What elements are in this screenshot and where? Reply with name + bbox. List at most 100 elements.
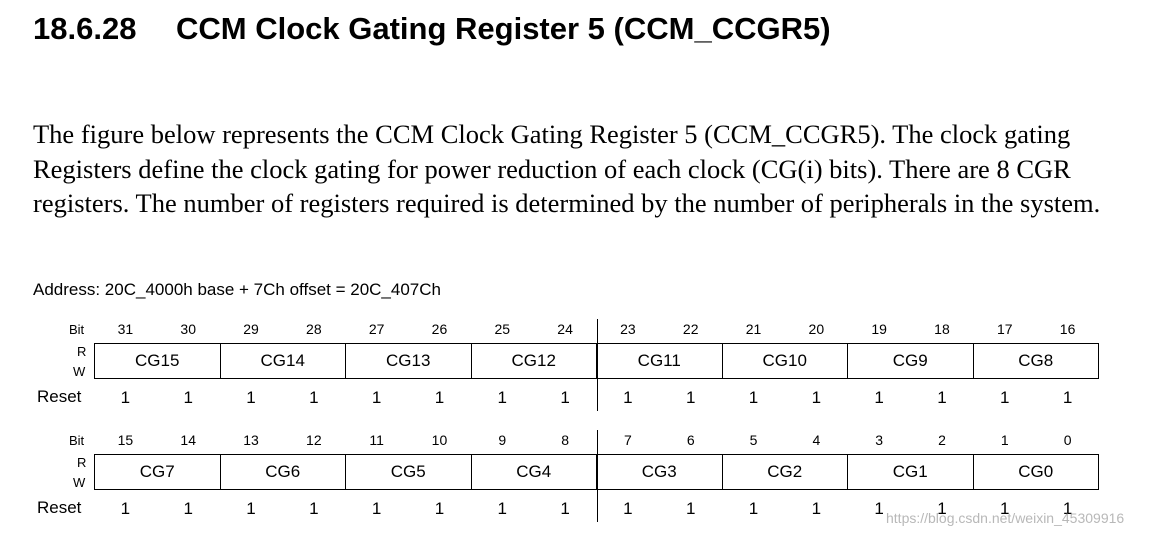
description-paragraph: The figure below represents the CCM Cloc… (33, 119, 1101, 218)
register-address: Address: 20C_4000h base + 7Ch offset = 2… (33, 280, 441, 299)
reset-value: 1 (371, 499, 382, 518)
bit-number: 12 (306, 432, 322, 448)
reset-value: 1 (246, 388, 256, 407)
reset-value: 1 (685, 388, 696, 407)
reset-value: 1 (434, 499, 445, 518)
bit-number: 19 (871, 321, 887, 337)
bit-number: 31 (117, 321, 134, 337)
reset-value: 1 (811, 388, 822, 407)
reset-value: 1 (497, 499, 508, 518)
half-divider (597, 319, 598, 411)
bit-number: 26 (431, 321, 448, 337)
read-label: R (77, 344, 87, 359)
reset-value: 1 (497, 388, 508, 407)
register-field: CG5 (345, 455, 471, 489)
reset-label: Reset (37, 498, 82, 517)
write-label: W (73, 364, 86, 379)
reset-value: 1 (623, 499, 633, 518)
reset-value: 1 (560, 499, 570, 518)
bit-number: 4 (812, 432, 821, 448)
bit-number: 15 (117, 432, 134, 448)
bit-number: 30 (180, 321, 196, 337)
watermark: https://blog.csdn.net/weixin_45309916 (886, 510, 1125, 526)
bit-number: 9 (498, 432, 507, 448)
reset-value: 1 (623, 388, 633, 407)
bit-number: 5 (749, 432, 758, 448)
register-field: CG0 (972, 455, 1099, 489)
reset-value: 1 (246, 499, 256, 518)
bit-number: 14 (180, 432, 196, 448)
reset-value: 1 (748, 388, 759, 407)
register-field: CG14 (219, 344, 346, 378)
reset-value: 1 (1062, 499, 1073, 518)
bit-number: 20 (808, 321, 825, 337)
register-field: CG7 (139, 462, 175, 481)
bit-number: 17 (996, 321, 1013, 337)
reset-value: 1 (811, 499, 822, 518)
reset-value: 1 (1000, 499, 1010, 518)
reset-value: 1 (685, 499, 696, 518)
reset-value: 1 (748, 499, 759, 518)
reset-value: 1 (1000, 388, 1010, 407)
bit-number: 16 (1059, 321, 1076, 337)
reset-value: 1 (120, 388, 131, 407)
reset-value: 1 (183, 499, 193, 518)
reset-value: 1 (937, 499, 947, 518)
bit-number: 6 (686, 432, 695, 448)
bit-number: 23 (620, 321, 636, 337)
bit-number: 25 (494, 321, 511, 337)
half-divider (597, 430, 598, 522)
reset-value: 1 (120, 499, 131, 518)
register-field: CG12 (470, 344, 597, 378)
register-field: CG6 (219, 455, 346, 489)
bit-number: 21 (745, 321, 762, 337)
bit-number: 28 (306, 321, 322, 337)
reset-label: Reset (37, 387, 82, 406)
register-field: CG8 (972, 344, 1099, 378)
section-heading: 18.6.28 CCM Clock Gating Register 5 (CCM_… (33, 10, 831, 48)
bit-number: 3 (875, 432, 884, 448)
register-field: CG9 (847, 344, 973, 378)
section-title: CCM Clock Gating Register 5 (CCM_CCGR5) (176, 11, 831, 46)
reset-value: 1 (434, 388, 445, 407)
reset-value: 1 (560, 388, 570, 407)
reset-value: 1 (874, 388, 884, 407)
reset-value: 1 (937, 388, 947, 407)
bit-label: Bit (69, 322, 85, 337)
reset-value: 1 (371, 388, 382, 407)
section-number: 18.6.28 (33, 11, 137, 46)
bit-number: 8 (561, 432, 569, 448)
reset-value: 1 (309, 499, 319, 518)
reset-value: 1 (874, 499, 884, 518)
write-label: W (73, 475, 86, 490)
read-label: R (77, 455, 87, 470)
register-field: CG4 (470, 455, 597, 489)
register-field: CG1 (847, 455, 973, 489)
bit-number: 24 (557, 321, 573, 337)
bit-number: 18 (934, 321, 950, 337)
bit-number: 13 (243, 432, 259, 448)
reset-value: 1 (309, 388, 319, 407)
reset-value: 1 (183, 388, 193, 407)
bit-number: 29 (243, 321, 259, 337)
register-field: CG3 (596, 455, 722, 489)
bit-number: 1 (1000, 432, 1009, 448)
register-field: CG2 (721, 455, 848, 489)
bit-number: 0 (1063, 432, 1072, 448)
bit-number: 22 (682, 321, 699, 337)
register-field: CG11 (596, 344, 722, 378)
register-field: CG13 (345, 344, 471, 378)
register-field: CG10 (721, 344, 848, 378)
bit-number: 11 (369, 432, 384, 448)
bit-number: 27 (368, 321, 385, 337)
bit-number: 7 (624, 432, 632, 448)
bit-number: 10 (431, 432, 448, 448)
reset-value: 1 (1062, 388, 1073, 407)
register-field: CG15 (135, 351, 180, 370)
bit-number: 2 (938, 432, 946, 448)
bit-label: Bit (69, 433, 85, 448)
